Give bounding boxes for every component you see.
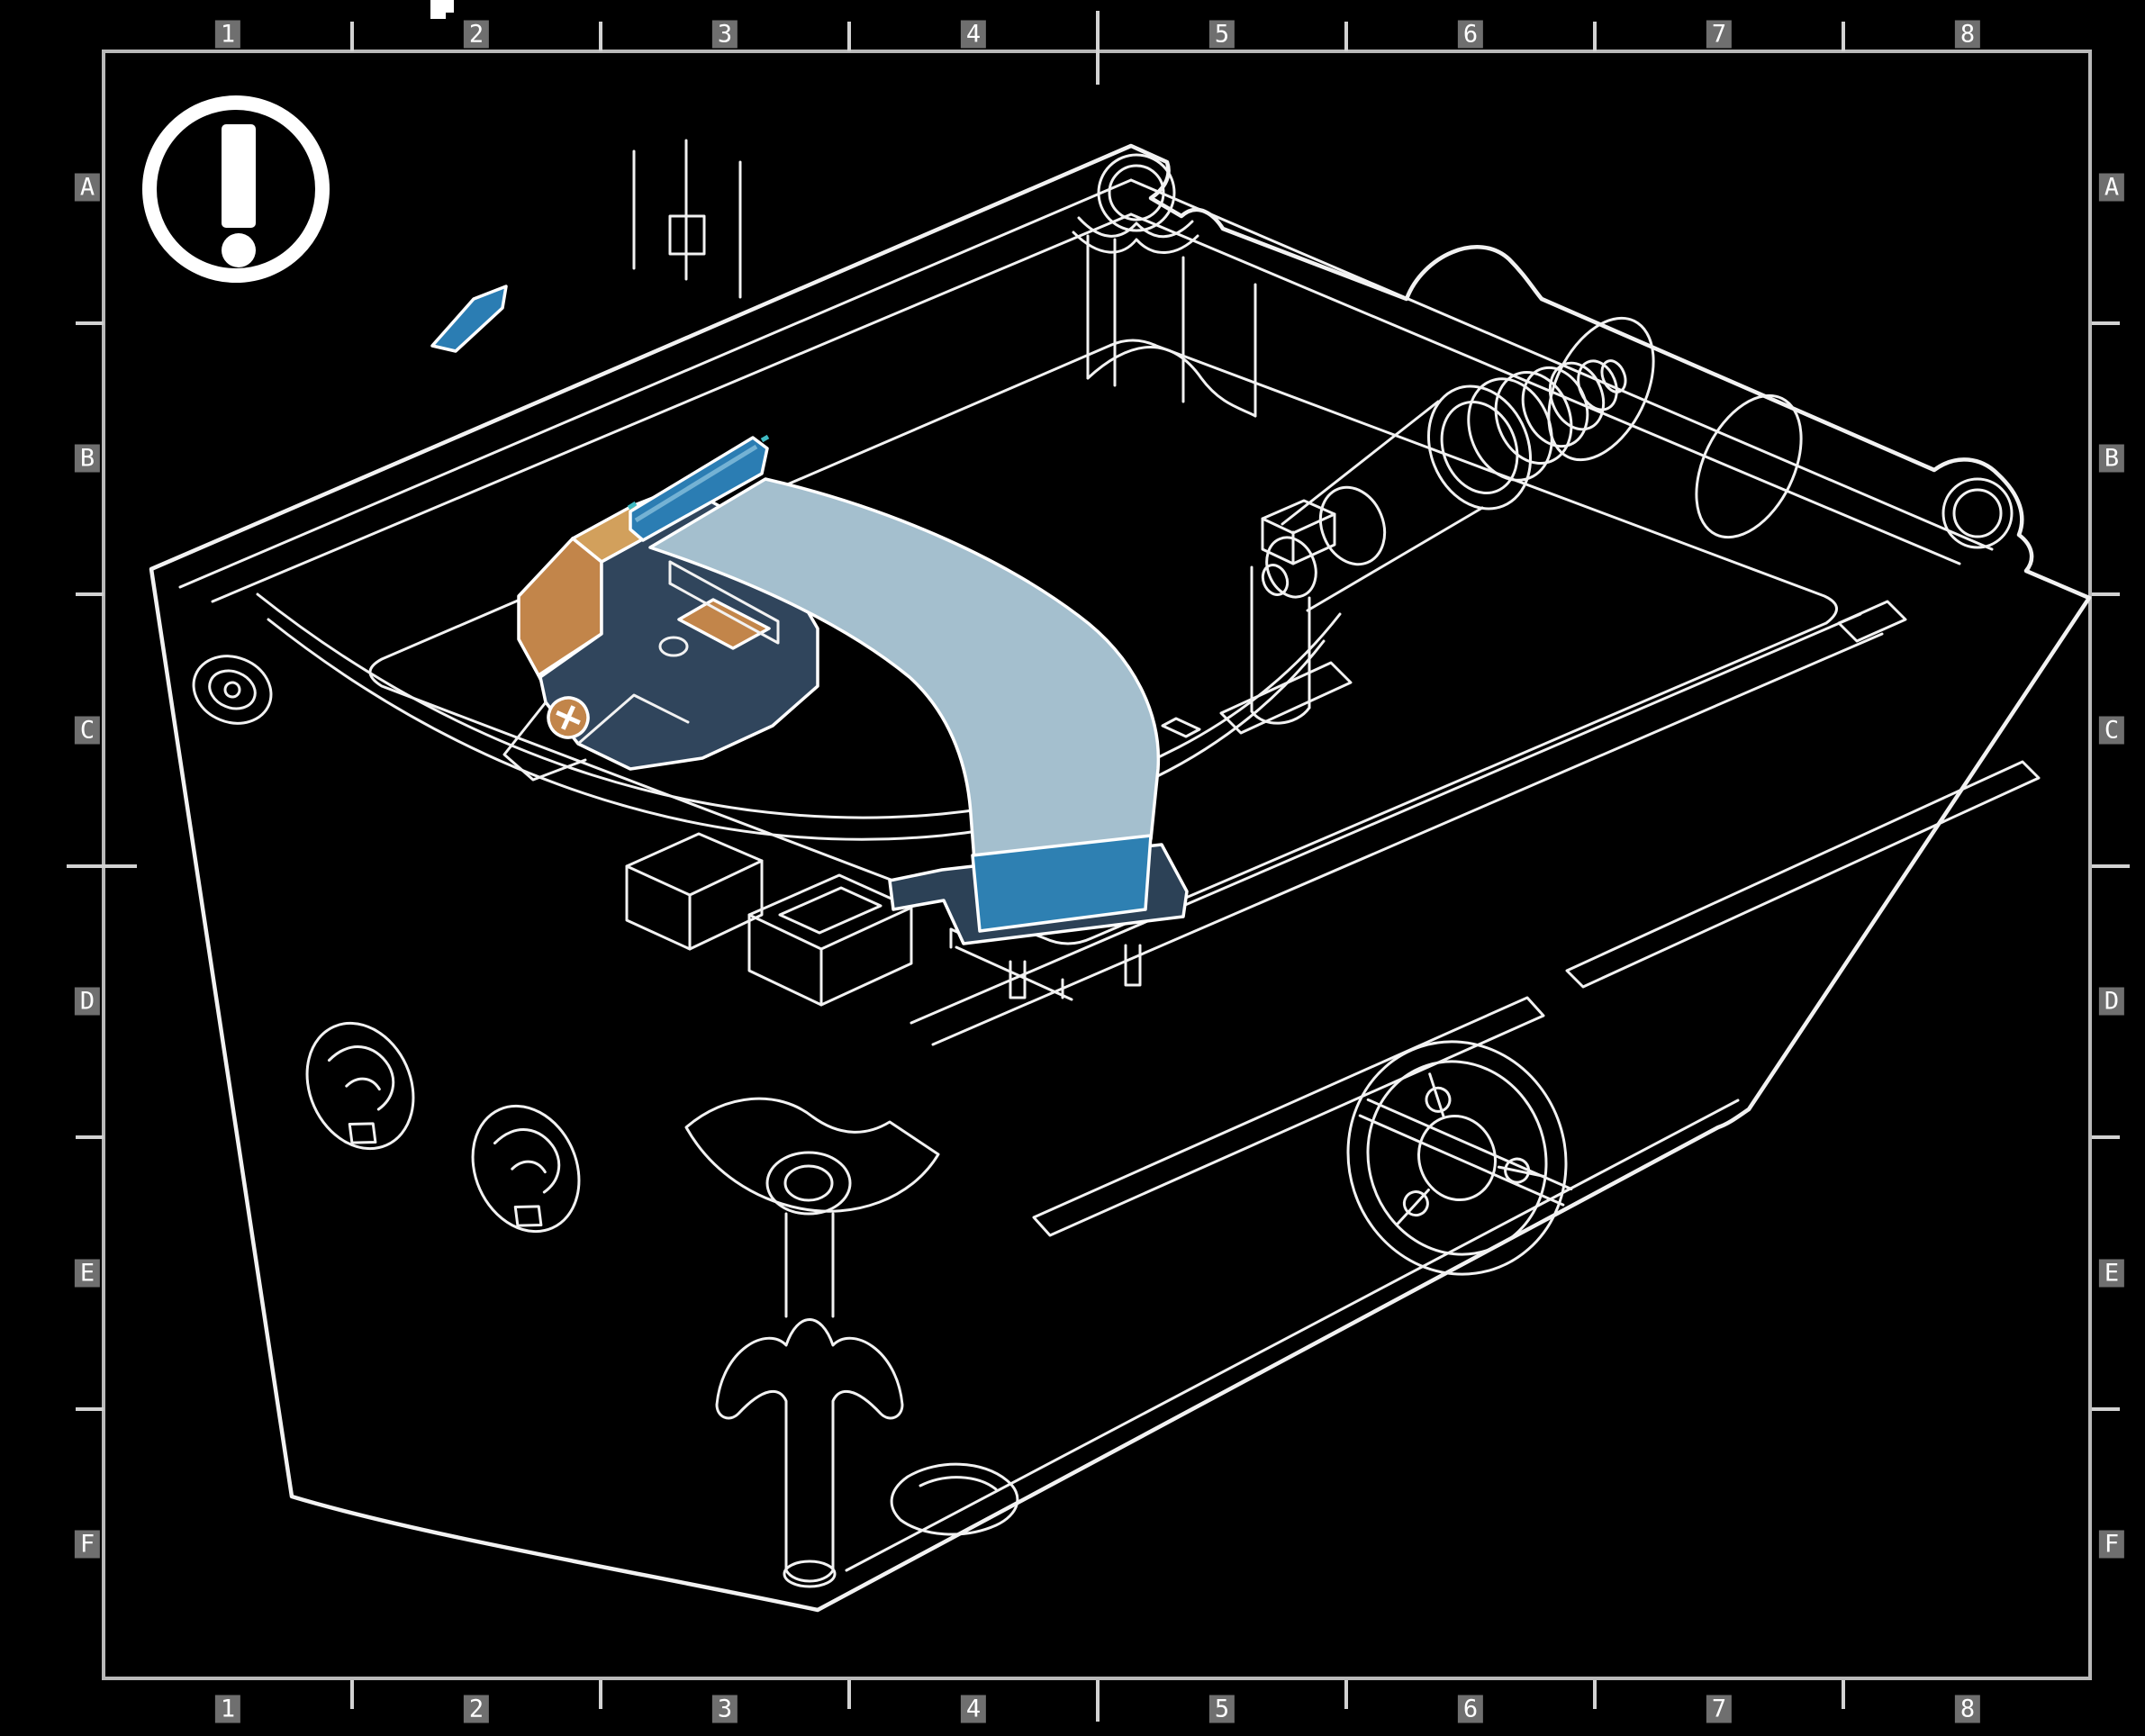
ruler-tick [1593,1680,1597,1709]
grid-ref-label: E [74,1259,101,1288]
ruler-tick [76,321,104,325]
ruler-tick [1096,1680,1100,1722]
grid-ref-label: 8 [1954,20,1981,49]
grid-ref-label: D [2098,987,2125,1016]
board-edge [931,632,1884,1046]
grid-ref-label: B [74,444,101,473]
grid-ref-label: 3 [711,1695,738,1723]
connector-leg [1009,960,1027,999]
teal-tip [627,501,638,511]
grid-ref-label: 7 [1706,20,1733,49]
board-edge [910,612,1862,1025]
grid-ref-label: B [2098,444,2125,473]
back-wall-ribs [632,139,1257,418]
ruler-tick [350,1680,354,1709]
ribbon-blue-end-band [971,834,1153,933]
grid-ref-label: 6 [1457,20,1484,49]
wall-square-hole [1837,600,1907,643]
grid-ref-label: D [74,987,101,1016]
blade-light-edge [634,444,758,523]
floor-boss-standoff [684,1097,940,1588]
guide-curve [267,618,1326,841]
grid-ref-label: 5 [1208,1695,1235,1723]
orange-screw [547,696,590,739]
grid-ref-label: A [74,173,101,202]
ruler-tick [1344,22,1348,51]
drive-wheel [1346,1040,1573,1276]
screw-boss-right-corner [1941,477,2014,549]
ruler-tick [847,1680,851,1709]
guide-rail [1565,760,2041,989]
grid-ref-label: 6 [1457,1695,1484,1723]
grid-ref-label: A [2098,173,2125,202]
ruler-tick [1344,1680,1348,1709]
wall-oval-hole [1695,393,1803,539]
ruler-tick [76,1406,104,1411]
ruler-tick [67,863,137,868]
grid-ref-label: 7 [1706,1695,1733,1723]
ruler-tick [2092,1406,2120,1411]
guide-rail [1032,996,1545,1237]
grid-ref-label: C [74,716,101,745]
screw-boss-back-corner [1072,153,1199,254]
ruler-tick [1593,22,1597,51]
connector-leg [1124,944,1142,987]
ruler-tick [2092,1135,2120,1139]
grid-ref-label: 4 [960,1695,987,1723]
teal-tip [760,434,770,443]
ruler-tick [76,1135,104,1139]
bottom-clip [890,1462,1019,1536]
ribbon-cable-assembly [648,477,1189,999]
ruler-tick [1096,11,1100,85]
pixel-cursor [430,0,454,19]
grid-ref-label: 2 [463,1695,490,1723]
grid-ref-label: 8 [1954,1695,1981,1723]
guide-curve [256,592,1342,819]
printhead-orange-slit [677,598,771,650]
grid-ref-label: E [2098,1259,2125,1288]
ruler-tick [2092,321,2120,325]
ruler-tick [847,22,851,51]
grid-ref-label: C [2098,716,2125,745]
grid-ref-label: F [74,1530,101,1559]
grid-ref-label: 4 [960,20,987,49]
rim-blue-sliver [430,285,508,353]
chassis-wireframe [149,139,2092,1613]
grid-ref-label: 5 [1208,20,1235,49]
ruler-tick [1842,22,1845,51]
printhead-detail-lines [502,560,780,782]
grommet [471,1104,581,1234]
grommet [305,1021,415,1151]
ruler-tick [2092,863,2130,868]
ruler-tick [2092,592,2120,596]
ruler-tick [350,22,354,51]
grid-ref-label: 3 [711,20,738,49]
ruler-tick [1842,1680,1845,1709]
warning-exclamation-icon [142,95,330,283]
ruler-tick [599,22,602,51]
ribbon-cable [648,477,1161,863]
ruler-tick [599,1680,602,1709]
grid-ref-label: 1 [214,20,241,49]
grid-ref-label: F [2098,1530,2125,1559]
grid-ref-label: 2 [463,20,490,49]
grid-ref-label: 1 [214,1695,241,1723]
screw-boss-left-corner [192,655,273,725]
ruler-tick [76,592,104,596]
